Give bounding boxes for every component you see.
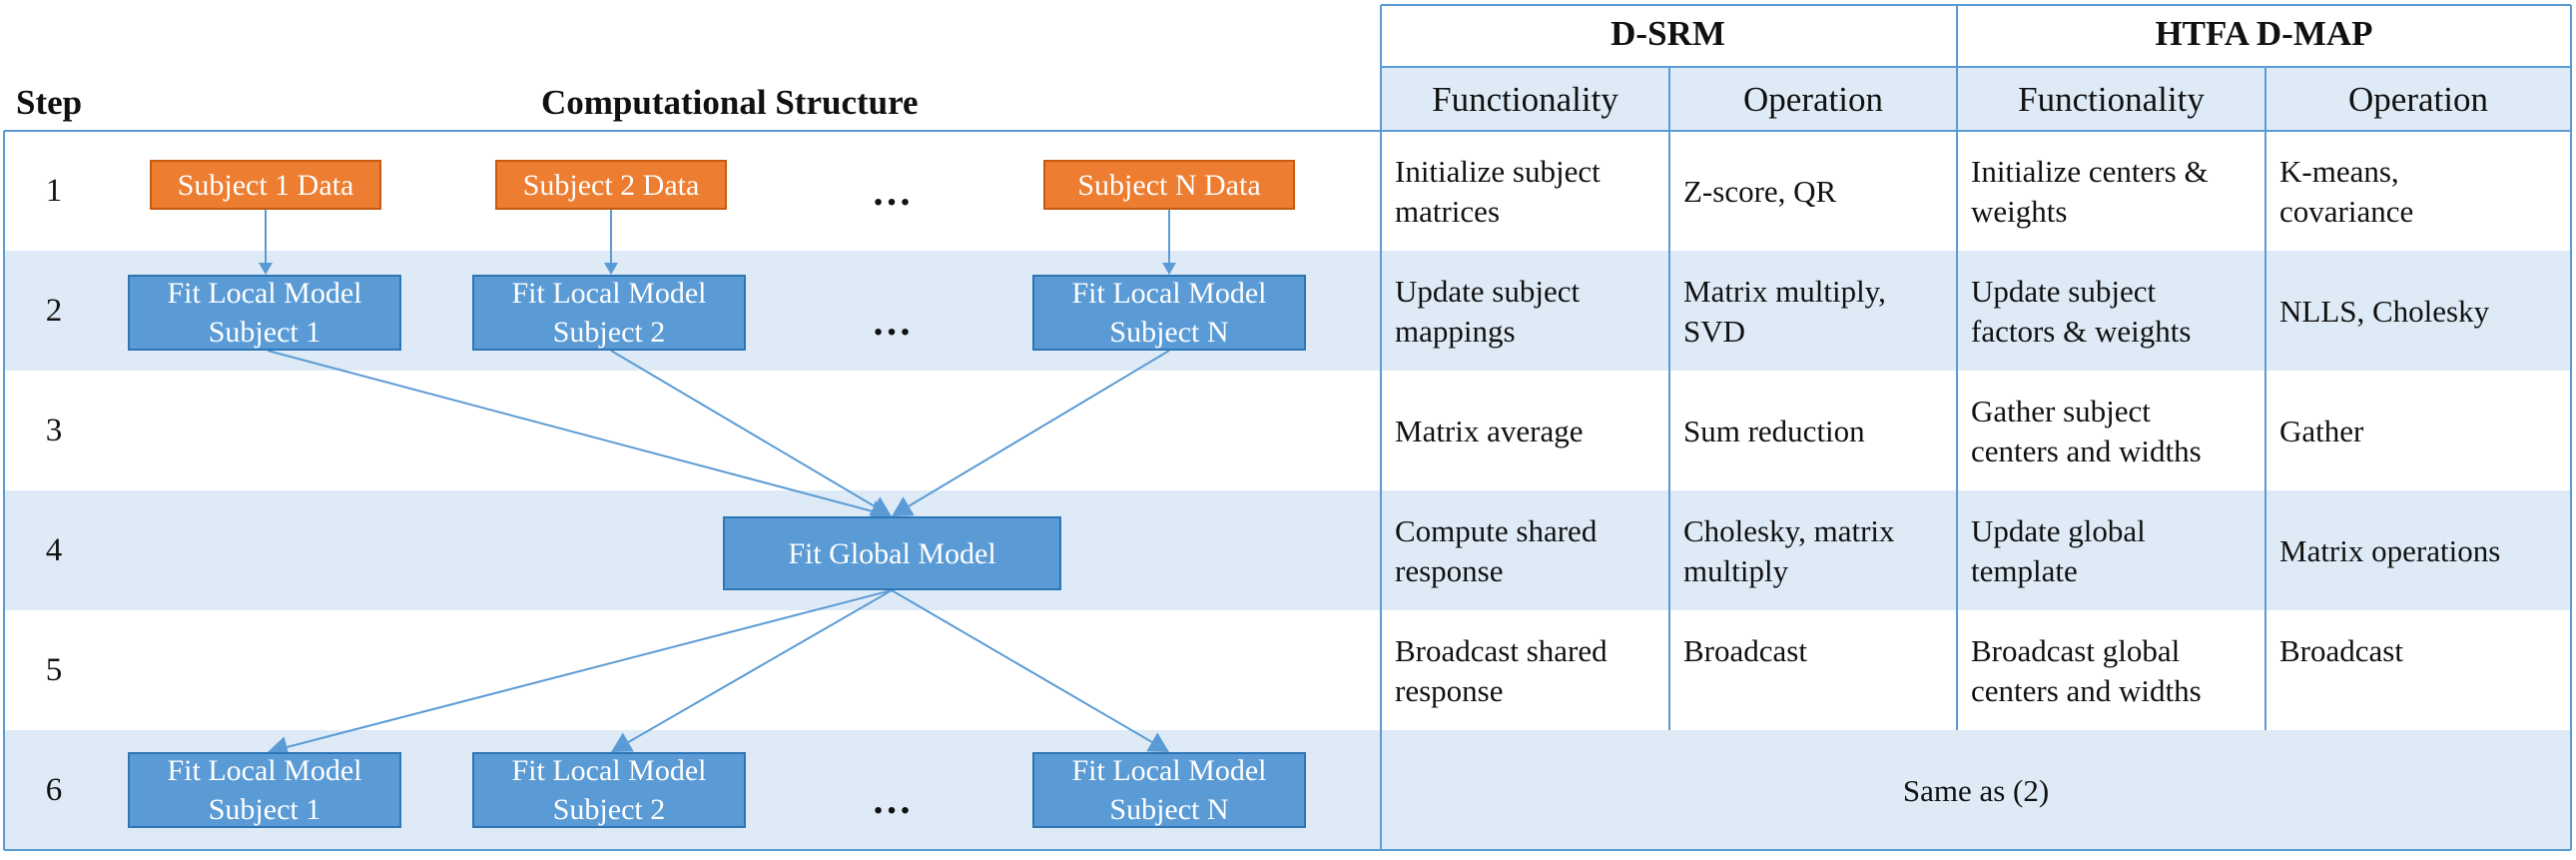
row4-dsrm-operation: Cholesky, matrix multiply bbox=[1683, 513, 1895, 588]
dsrm-header: D-SRM bbox=[1610, 14, 1725, 53]
row1-htfa-functionality: Initialize centers & weights bbox=[1971, 154, 2209, 229]
arrow-global-to-local1 bbox=[287, 589, 893, 748]
row1-htfa-operation: K-means, covariance bbox=[2279, 154, 2414, 229]
fit-local-model-subject-n: Fit Local Model Subject N bbox=[1032, 275, 1306, 351]
row2-htfa-operation: NLLS, Cholesky bbox=[2279, 294, 2490, 329]
dsrm-functionality-header: Functionality bbox=[1432, 80, 1618, 119]
arrow-local2-to-global bbox=[610, 350, 876, 507]
row5-dsrm-operation: Broadcast bbox=[1683, 633, 1807, 668]
subject-2-data-box: Subject 2 Data bbox=[495, 160, 727, 210]
step-number: 1 bbox=[45, 173, 63, 209]
step-number: 3 bbox=[45, 413, 63, 448]
fit-local-model-subject-1-repeat: Fit Local Model Subject 1 bbox=[128, 752, 401, 828]
arrow-local1-to-global bbox=[267, 350, 873, 512]
step-number: 5 bbox=[45, 652, 63, 688]
dsrm-operation-header: Operation bbox=[1743, 80, 1883, 119]
fit-global-model: Fit Global Model bbox=[723, 516, 1061, 590]
row-band bbox=[4, 490, 2571, 610]
arrow-global-to-local2-head bbox=[611, 732, 634, 752]
row3-htfa-operation: Gather bbox=[2279, 414, 2364, 448]
row2-dsrm-functionality: Update subject mappings bbox=[1395, 274, 1581, 349]
subject-1-data-box: Subject 1 Data bbox=[150, 160, 381, 210]
row2-dsrm-operation: Matrix multiply, SVD bbox=[1683, 274, 1886, 349]
row3-dsrm-functionality: Matrix average bbox=[1395, 414, 1584, 448]
arrow-localn-to-global bbox=[908, 350, 1170, 507]
row1-dsrm-functionality: Initialize subject matrices bbox=[1395, 154, 1601, 229]
row3-dsrm-operation: Sum reduction bbox=[1683, 414, 1865, 448]
arrow-local2-to-global-head bbox=[869, 496, 892, 516]
ellipsis: … bbox=[872, 777, 912, 822]
arrow-data-to-local-1-head bbox=[259, 263, 273, 275]
step-header: Step bbox=[16, 83, 83, 122]
ellipsis: … bbox=[872, 299, 912, 344]
row5-htfa-functionality: Broadcast global centers and widths bbox=[1971, 633, 2202, 708]
fit-local-model-subject-2-repeat: Fit Local Model Subject 2 bbox=[472, 752, 746, 828]
fit-local-model-subject-2: Fit Local Model Subject 2 bbox=[472, 275, 746, 351]
computational-structure-header: Computational Structure bbox=[541, 83, 919, 122]
subject-n-data-box: Subject N Data bbox=[1043, 160, 1295, 210]
arrow-data-to-local-2-head bbox=[604, 263, 618, 275]
arrow-global-to-localn-head bbox=[1146, 732, 1169, 752]
row5-dsrm-functionality: Broadcast shared response bbox=[1395, 633, 1608, 708]
row1-dsrm-operation: Z-score, QR bbox=[1683, 174, 1837, 209]
htfa-operation-header: Operation bbox=[2348, 80, 2488, 119]
step-number: 2 bbox=[45, 293, 63, 329]
row2-htfa-functionality: Update subject factors & weights bbox=[1971, 274, 2192, 349]
fit-local-model-subject-1: Fit Local Model Subject 1 bbox=[128, 275, 401, 351]
row5-htfa-operation: Broadcast bbox=[2279, 633, 2403, 668]
htfa-dmap-header: HTFA D-MAP bbox=[2155, 14, 2373, 53]
fit-local-model-subject-n-repeat: Fit Local Model Subject N bbox=[1032, 752, 1306, 828]
arrow-global-to-localn bbox=[891, 589, 1153, 743]
subheader-band bbox=[1381, 67, 2571, 131]
ellipsis: … bbox=[872, 169, 912, 214]
step-number: 4 bbox=[45, 532, 63, 568]
arrow-localn-to-global-head bbox=[892, 496, 915, 516]
row6-merged-cell: Same as (2) bbox=[1902, 773, 2050, 808]
row4-htfa-operation: Matrix operations bbox=[2279, 533, 2501, 568]
htfa-functionality-header: Functionality bbox=[2018, 80, 2205, 119]
row4-htfa-functionality: Update global template bbox=[1971, 513, 2146, 588]
arrow-data-to-local-n-head bbox=[1162, 263, 1176, 275]
row3-htfa-functionality: Gather subject centers and widths bbox=[1971, 394, 2202, 468]
arrow-global-to-local2 bbox=[627, 589, 893, 743]
row4-dsrm-functionality: Compute shared response bbox=[1395, 513, 1598, 588]
step-number: 6 bbox=[45, 772, 63, 808]
